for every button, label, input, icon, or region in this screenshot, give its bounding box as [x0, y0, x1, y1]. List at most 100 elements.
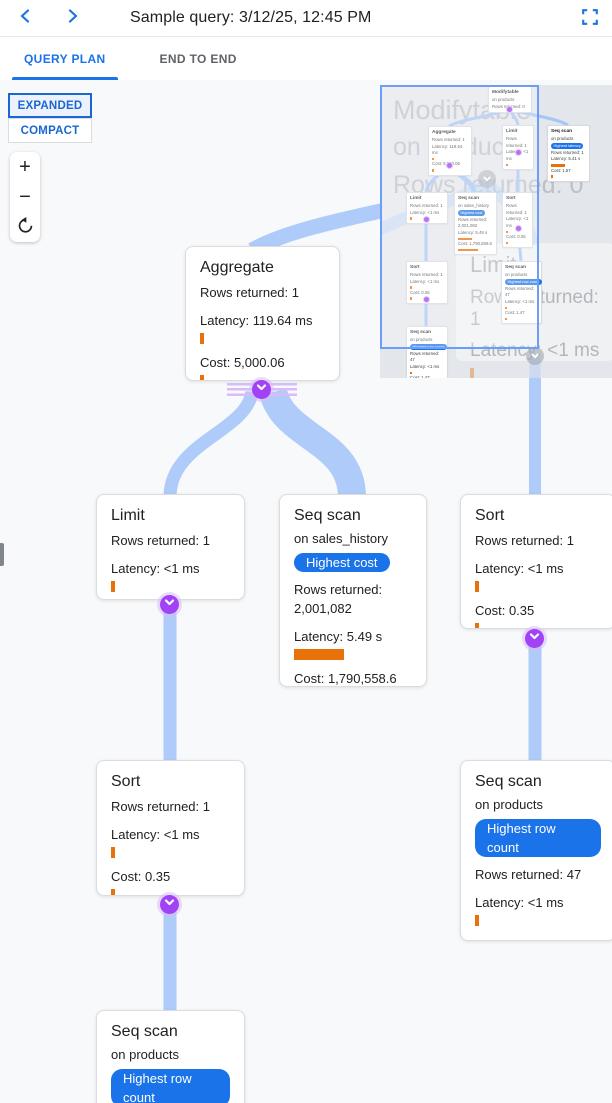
node-title: Seq scan — [294, 507, 361, 524]
plan-node-sort-upper[interactable]: Sort Rows returned: 1 Latency: <1 ms Cos… — [460, 494, 612, 629]
minimap-node-line: Rows returned: 1 — [410, 271, 443, 277]
cost-metric: Cost: 0.35 — [475, 601, 601, 628]
compact-toggle-button[interactable]: COMPACT — [8, 118, 92, 143]
node-table-label: on sales_history — [294, 531, 388, 546]
latency-metric: Latency: <1 ms — [475, 559, 601, 592]
chevron-down-icon — [255, 381, 268, 399]
latency-bar — [475, 915, 479, 926]
minimap-badge: Highest cost — [458, 210, 486, 217]
tab-bar: QUERY PLAN END TO END — [0, 37, 612, 81]
minimap[interactable]: Modifytable on products Rows returned: 0… — [380, 85, 612, 378]
rows-returned-metric: Rows returned: 1 — [200, 285, 299, 300]
minimap-node-title: Seq scan — [551, 129, 573, 134]
minimap-node-line: Rows returned: 1 — [410, 202, 443, 208]
minimap-metric-bar — [410, 297, 412, 300]
plan-node-sort-lower[interactable]: Sort Rows returned: 1 Latency: <1 ms Cos… — [96, 760, 245, 896]
zoom-in-button[interactable]: + — [10, 152, 40, 182]
chevron-left-icon — [19, 8, 31, 28]
node-title: Aggregate — [200, 259, 274, 276]
rows-returned-metric: Rows returned: 2,001,082 — [294, 582, 383, 616]
collapse-sort-upper-button[interactable] — [525, 629, 544, 648]
minimap-viewport[interactable] — [380, 85, 539, 349]
plan-node-seq-scan-products[interactable]: Seq scan on products Highest row count R… — [460, 760, 612, 941]
tab-end-to-end[interactable]: END TO END — [159, 51, 237, 66]
minimap-node-line: Rows returned: 2,001,082 — [458, 216, 488, 229]
plan-node-seq-scan-products-bottom[interactable]: Seq scan on products Highest row count R… — [96, 1010, 245, 1103]
latency-metric: Latency: <1 ms — [111, 559, 230, 592]
cost-metric: Cost: 0.35 — [111, 867, 230, 895]
minimap-metric-bar — [506, 241, 508, 245]
query-plan-canvas[interactable]: EXPANDED COMPACT + − Aggregate Rows retu… — [0, 80, 612, 1103]
minimap-node-title: Limit — [506, 129, 518, 134]
minimap-metric-bar — [410, 217, 412, 220]
node-title: Seq scan — [111, 1023, 178, 1040]
minimap-metric-bar — [410, 371, 412, 375]
plan-node-aggregate[interactable]: Aggregate Rows returned: 1 Latency: 119.… — [185, 246, 340, 381]
minimap-node-line: Latency: 119.64 ms — [432, 143, 463, 156]
minimap-node-line: Cost: 0.35 — [506, 234, 526, 240]
plan-node-seq-scan-sales-history[interactable]: Seq scan on sales_history Highest cost R… — [279, 494, 427, 687]
minimap-collapse-dot — [515, 149, 521, 155]
minimap-node-line: Latency: <1 ms — [410, 209, 440, 215]
zoom-out-button[interactable]: − — [10, 182, 40, 212]
collapse-sort-lower-button[interactable] — [160, 895, 179, 914]
minimap-node-line: Cost: 0.35 — [410, 289, 430, 295]
node-title: Sort — [111, 773, 141, 790]
plan-node-limit[interactable]: Limit Rows returned: 1 Latency: <1 ms — [96, 494, 245, 600]
cost-metric: Cost: 1,790,558.6 — [294, 669, 412, 686]
minimap-node-line: Rows returned: 0 — [492, 103, 525, 109]
minimap-node-line: Rows returned: 47 — [505, 285, 535, 298]
minimap-metric-bar — [506, 230, 508, 234]
fullscreen-button[interactable] — [582, 9, 600, 27]
faded-latency-bar — [470, 368, 474, 378]
latency-bar — [475, 581, 479, 592]
minimap-node-title: Seq scan — [505, 265, 527, 270]
node-table-label: on products — [475, 797, 543, 812]
minimap-node-line: on products — [505, 271, 528, 277]
minimap-metric-bar — [505, 306, 507, 310]
latency-bar — [111, 847, 115, 858]
fullscreen-icon — [582, 9, 598, 29]
minimap-node-line: Rows returned: 1 — [551, 149, 584, 155]
minimap-node-line: on products — [551, 135, 574, 141]
tab-query-plan[interactable]: QUERY PLAN — [10, 37, 120, 80]
view-mode-toggle: EXPANDED COMPACT — [8, 93, 92, 143]
reset-view-button[interactable] — [10, 212, 40, 242]
back-button[interactable] — [10, 3, 40, 33]
minimap-metric-bar — [432, 169, 434, 172]
minimap-node-title: Sort — [410, 265, 420, 270]
cost-metric: Cost: 5,000.06 — [200, 353, 325, 380]
minus-icon: − — [19, 186, 31, 208]
faded-chevron-icon — [478, 170, 496, 188]
header-bar: Sample query: 3/12/25, 12:45 PM — [0, 0, 612, 37]
minimap-node-line: Rows returned: 1 — [506, 135, 527, 148]
plus-icon: + — [19, 156, 31, 178]
forward-button[interactable] — [58, 3, 88, 33]
minimap-node-line: Rows returned: 1 — [506, 202, 527, 215]
minimap-metric-bar — [432, 157, 434, 161]
minimap-node-line: Latency: <1 ms — [506, 216, 529, 228]
collapse-aggregate-button[interactable] — [252, 380, 271, 399]
chevron-down-icon — [163, 596, 176, 614]
minimap-node-line: on sales_history — [458, 202, 490, 208]
expanded-toggle-button[interactable]: EXPANDED — [8, 93, 92, 118]
left-scrollbar-thumb[interactable] — [0, 543, 4, 566]
minimap-node-line: on products — [410, 336, 433, 342]
rows-returned-metric: Rows returned: 1 — [475, 533, 574, 548]
minimap-collapse-dot — [423, 216, 429, 222]
cost-bar — [111, 889, 115, 895]
minimap-collapse-dot — [446, 162, 452, 168]
minimap-node-line: Latency: <1 ms — [410, 278, 440, 284]
minimap-node-line: on products — [492, 96, 515, 102]
zoom-controls: + − — [10, 152, 40, 242]
minimap-node-title: Limit — [410, 196, 422, 201]
minimap-node-line: Latency: <1 ms — [505, 299, 535, 305]
minimap-node-line: Latency: <1 ms — [410, 364, 440, 370]
collapse-limit-button[interactable] — [160, 595, 179, 614]
latency-metric: Latency: 119.64 ms — [200, 311, 325, 344]
minimap-metric-bar — [458, 237, 472, 241]
minimap-metric-bar — [410, 286, 412, 289]
